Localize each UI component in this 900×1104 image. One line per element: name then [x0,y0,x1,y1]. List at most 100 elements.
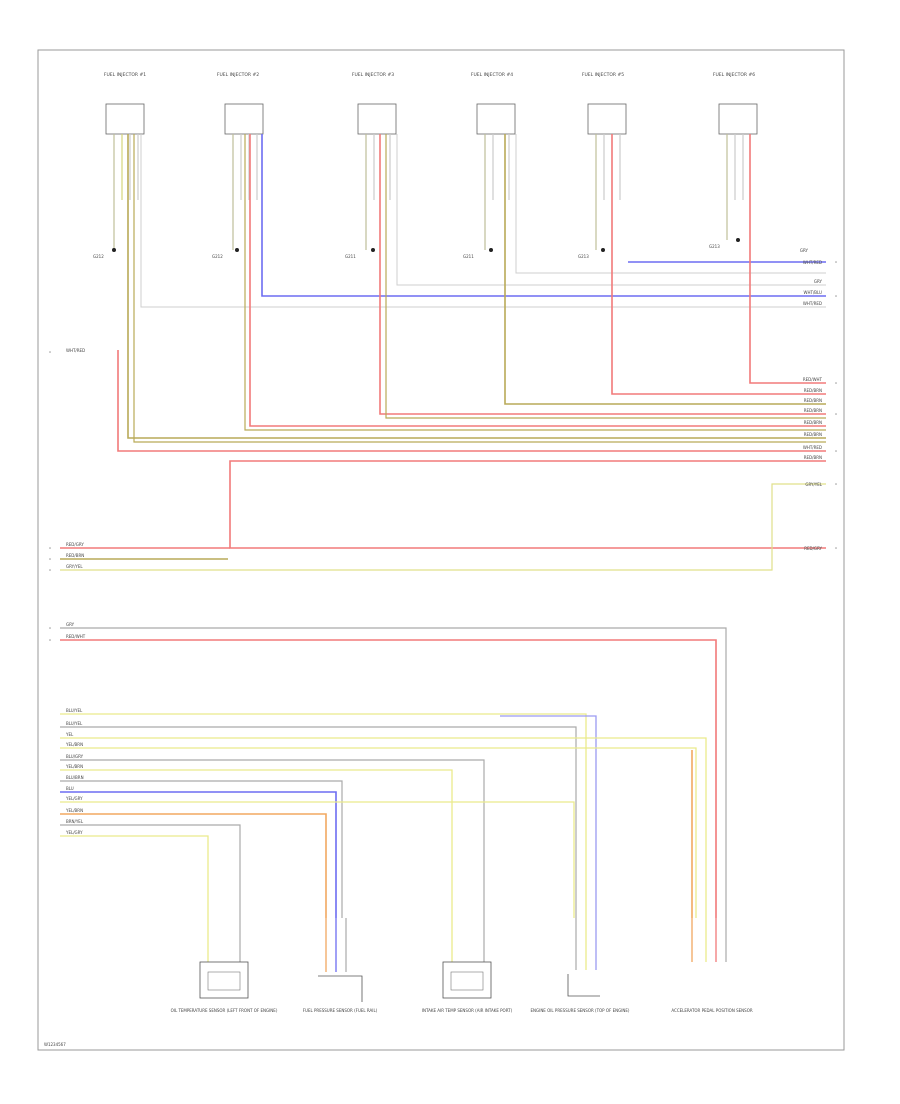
right-label-9: RED/BRN [804,408,822,413]
injector-1-body [105,103,145,135]
right-label-14: GRY/YEL [805,482,822,487]
right-pin-7 [835,547,837,549]
injector-2-ground-label: G212 [212,254,223,259]
oil-press-sensor-body [567,974,600,997]
left-pin-4 [49,569,51,571]
inj1-ground-dot [112,248,116,252]
left-pin-1 [49,351,51,353]
wire-gray-4 [515,134,826,274]
oil-temp-sensor-body [199,961,249,999]
injector-4-ground-label: G211 [463,254,474,259]
page-reference: W1234567 [44,1042,66,1047]
accelerator-pedal-sensor: ACCELERATOR PEDAL POSITION SENSOR [671,918,753,1013]
injector-1: FUEL INJECTOR #1 G212 [93,72,146,259]
injector-6-label: FUEL INJECTOR #6 [713,72,755,78]
left-pin-2 [49,547,51,549]
wire-red-to-app [60,639,717,918]
right-label-5: WHT/RED [803,301,822,306]
oil-temp-sensor-label: OIL TEMPERATURE SENSOR (LEFT FRONT OF EN… [171,1008,278,1013]
oil-temp-sensor: OIL TEMPERATURE SENSOR (LEFT FRONT OF EN… [171,918,278,1013]
right-pin-3 [835,382,837,384]
fuel-press-sensor-body [318,975,363,1002]
signal-wires [60,134,826,918]
left-pin-5 [49,627,51,629]
right-label-13: RED/BRN [804,455,822,460]
left-label-bus-11: BRN/YEL [66,819,84,824]
right-label-10: RED/BRN [804,420,822,425]
bus-gray-12 [60,824,241,918]
diagram-frame [37,49,845,1051]
left-label-pair-1: GRY [66,622,75,627]
right-label-6: RED/WHT [803,377,823,382]
injector-6-ground-label: G213 [709,244,720,249]
injector-group: FUEL INJECTOR #1 G212 FUEL INJECTOR #2 G… [93,72,758,259]
right-pin-1 [835,261,837,263]
right-label-2: WHT/RED [803,260,822,265]
fuel-pressure-sensor: FUEL PRESSURE SENSOR (FUEL RAIL) [303,918,378,1013]
injector-3: FUEL INJECTOR #3 G211 [345,72,397,259]
left-label-bus-3: YEL [65,732,74,737]
bus-yel-4 [60,737,707,918]
wire-red-crossover [229,460,826,549]
right-pin-2 [835,295,837,297]
left-pin-6 [49,639,51,641]
wire-blue-2 [261,134,826,297]
wire-brn-inj2 [244,134,826,431]
injector-4-label: FUEL INJECTOR #4 [471,72,513,78]
wire-red-left-feed [117,350,826,452]
injector-5-ground-label: G213 [578,254,589,259]
left-label-bus-4: YEL/BRN [65,742,83,747]
wire-brn-inj1b [133,134,826,443]
injector-2-label: FUEL INJECTOR #2 [217,72,259,78]
left-label-upper: WHT/RED [66,348,85,353]
bus-blu-2 [500,715,597,918]
right-pin-5 [835,450,837,452]
oil-pressure-sensor-label: ENGINE OIL PRESSURE SENSOR (TOP OF ENGIN… [531,1008,630,1013]
injector-6-body [718,103,758,135]
right-label-11: RED/BRN [804,432,822,437]
wire-gray-1 [140,134,826,308]
bus-yel-7 [60,769,453,918]
wire-brn-inj1a [127,134,826,439]
left-label-bus-1: BLU/YEL [66,708,83,713]
wire-red-inj2 [249,134,826,427]
right-connector-labels: GRY WHT/RED GRY WHT/BLU WHT/RED RED/WHT … [800,248,823,551]
inj2-ground-dot [235,248,239,252]
right-label-4: WHT/BLU [804,290,823,295]
right-label-12: WHT/RED [803,445,822,450]
left-label-bus-9: YEL/GRY [65,796,83,801]
sensor-group: OIL TEMPERATURE SENSOR (LEFT FRONT OF EN… [171,918,753,1013]
wire-red-inj5 [611,134,826,395]
iat-sensor-element [450,971,484,991]
injector-5-label: FUEL INJECTOR #5 [582,72,624,78]
bus-yel-10 [60,801,575,918]
wire-gray-3 [396,134,826,286]
right-pin-4 [835,413,837,415]
injector-3-label: FUEL INJECTOR #3 [352,72,394,78]
iat-sensor-body [442,961,492,999]
left-label-bus-2: BLU/YEL [66,721,83,726]
inj4-ground-dot [489,248,493,252]
bus-yel-5 [60,747,697,918]
injector-5: FUEL INJECTOR #5 G213 [578,72,627,259]
right-pin-6 [835,483,837,485]
inj6-ground-dot [736,238,740,242]
right-label-1: GRY [800,248,809,253]
left-label-mid-1: RED/GRY [66,542,84,547]
injector-4: FUEL INJECTOR #4 G211 [463,72,516,259]
right-label-8: RED/BRN [804,398,822,403]
bus-blu-9 [60,791,337,918]
intake-air-temp-sensor: INTAKE AIR TEMP SENSOR (AIR INTAKE PORT) [422,918,513,1013]
bus-yel-13 [60,835,209,918]
wire-red-inj3 [379,134,826,415]
left-label-bus-7: BLU/BRN [66,775,84,780]
injector-2: FUEL INJECTOR #2 G212 [212,72,264,259]
left-label-pair-2: RED/WHT [66,634,86,639]
left-label-bus-8: BLU [66,786,74,791]
injector-2-body [224,103,264,135]
right-label-7: RED/BRN [804,388,822,393]
bus-gray-3 [60,726,577,918]
injector-3-body [357,103,397,135]
fuel-pressure-sensor-label: FUEL PRESSURE SENSOR (FUEL RAIL) [303,1008,378,1013]
